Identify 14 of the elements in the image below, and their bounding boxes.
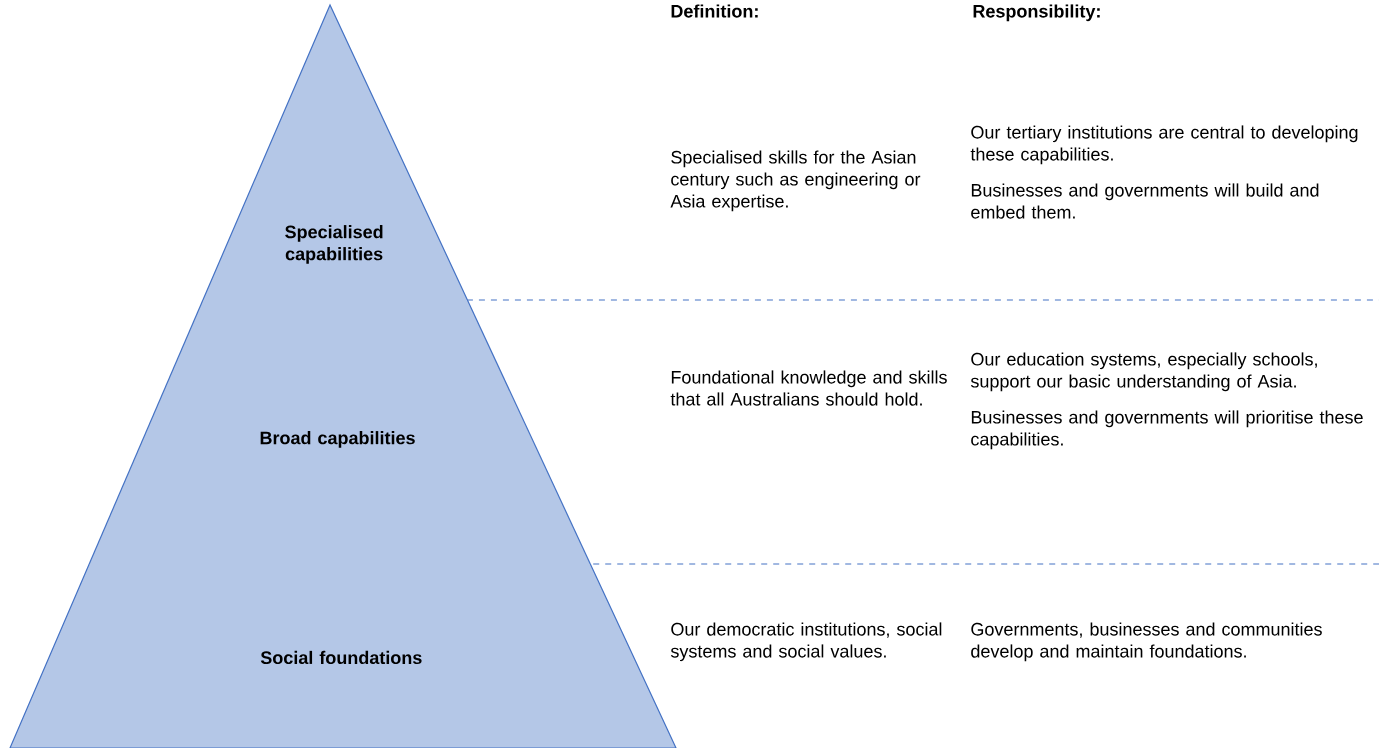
description-text: Governments, businesses and communities develop and maintain foundations. [971,622,1322,662]
column-heading: Definition: [671,4,758,18]
node-label: Social foundations [260,650,422,665]
description-text: Our tertiary institutions are central to developing these capabilities. [970,125,1358,165]
pyramid-band: Specialised capabilities [202,3,468,301]
pyramid-band: Broad capabilities [88,299,591,565]
description-text: Businesses and governments will build and embed them. [971,183,1319,219]
description-text: Businesses and governments will prioritise these capabilities. [971,410,1363,450]
description-text: Foundational knowledge and skills that all Australians should hold. [670,370,947,406]
node-label: Specialised capabilities [285,225,383,264]
description-text: Our education systems, especially schools, support our basic understanding of Asia. [970,352,1317,392]
description-text: Specialised skills for the Asian century such as engineering or Asia expertise. [670,150,921,212]
column-heading: Responsibility: [973,4,1100,22]
node-label: Broad capabilities [260,431,415,448]
